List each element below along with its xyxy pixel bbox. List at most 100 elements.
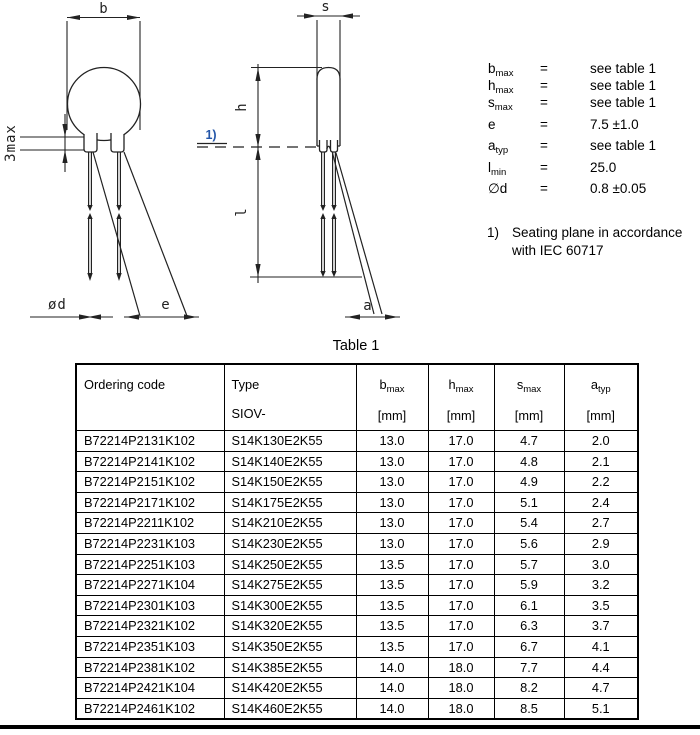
dimension-value-cell: 2.4 [563, 491, 639, 514]
header-hmax: hmax [mm] [427, 363, 495, 431]
equals-sign: = [540, 181, 548, 196]
legend-symbol: e [488, 117, 496, 132]
ordering-code-cell: B72214P2211K102 [75, 512, 225, 534]
note-line2: with IEC 60717 [512, 243, 604, 258]
dimension-value-cell: 17.0 [427, 615, 495, 637]
seating-plane-note: 1) Seating plane in accordance with IEC … [487, 224, 699, 260]
note-line1: Seating plane in accordance [512, 225, 683, 240]
dimension-value-cell: 17.0 [427, 471, 495, 493]
dimension-value-cell: 17.0 [427, 594, 495, 617]
dimension-value-cell: 6.1 [493, 594, 565, 617]
type-cell: S14K210E2K55 [223, 512, 357, 534]
dimension-value-cell: 5.1 [493, 491, 565, 514]
dim-b-label: b [99, 1, 108, 17]
note-ref: 1) [487, 225, 500, 240]
dimension-value-cell: 2.7 [563, 512, 639, 534]
dimension-value-cell: 6.7 [493, 635, 565, 658]
dimension-value-cell: 13.5 [355, 594, 429, 617]
dimension-value-cell: 5.4 [493, 512, 565, 534]
legend-row: ∅d = 0.8 ±0.05 [487, 181, 699, 199]
type-cell: S14K275E2K55 [223, 574, 357, 596]
dimension-value-cell: 5.6 [493, 532, 565, 555]
dimension-value-cell: 5.1 [563, 697, 639, 720]
legend-row: atyp = see table 1 [487, 138, 699, 156]
legend-symbol: smax [488, 95, 513, 113]
equals-sign: = [540, 160, 548, 175]
type-cell: S14K460E2K55 [223, 697, 357, 720]
dimension-value-cell: 17.0 [427, 430, 495, 452]
dimension-value-cell: 2.1 [563, 450, 639, 473]
dimension-value-cell: 17.0 [427, 553, 495, 576]
equals-sign: = [540, 117, 548, 132]
ordering-code-cell: B72214P2461K102 [75, 697, 225, 720]
legend-row: lmin = 25.0 [487, 160, 699, 178]
type-cell: S14K130E2K55 [223, 430, 357, 452]
ordering-code-cell: B72214P2351K103 [75, 635, 225, 658]
dimension-value-cell: 17.0 [427, 574, 495, 596]
ordering-code-cell: B72214P2421K104 [75, 677, 225, 699]
dimension-value-cell: 13.5 [355, 635, 429, 658]
legend-row: smax = see table 1 [487, 95, 699, 113]
type-cell: S14K175E2K55 [223, 491, 357, 514]
legend-value: 25.0 [590, 160, 617, 175]
dim-a [345, 314, 400, 320]
dimension-value-cell: 17.0 [427, 450, 495, 473]
dimension-value-cell: 3.5 [563, 594, 639, 617]
ordering-code-cell: B72214P2171K102 [75, 491, 225, 514]
side-bent-lead [331, 152, 383, 315]
seating-plane-ref[interactable]: 1) [205, 128, 216, 142]
dimension-value-cell: 13.5 [355, 574, 429, 596]
ordering-code-cell: B72214P2131K102 [75, 430, 225, 452]
dim-3max-label: 3max [3, 124, 19, 162]
lead-tab-right [110, 133, 125, 153]
dimension-value-cell: 2.9 [563, 532, 639, 555]
dim-s [297, 13, 360, 80]
legend-symbol: atyp [488, 138, 509, 156]
dimension-value-cell: 6.3 [493, 615, 565, 637]
dimension-value-cell: 13.0 [355, 430, 429, 452]
dimension-value-cell: 4.4 [563, 656, 639, 679]
page-footer-rule [0, 725, 700, 729]
legend-row: hmax = see table 1 [487, 78, 699, 96]
dim-h-label: h [234, 102, 250, 111]
equals-sign: = [540, 61, 548, 76]
varistor-disc [66, 66, 142, 142]
dimension-value-cell: 13.0 [355, 532, 429, 555]
type-cell: S14K250E2K55 [223, 553, 357, 576]
dimension-value-cell: 2.2 [563, 471, 639, 493]
header-bmax: bmax [mm] [355, 363, 429, 431]
dimension-value-cell: 5.7 [493, 553, 565, 576]
table-title: Table 1 [332, 338, 380, 354]
dimension-value-cell: 17.0 [427, 532, 495, 555]
dim-s-label: s [321, 0, 330, 15]
dimension-value-cell: 4.7 [563, 677, 639, 699]
dim-3max [20, 114, 84, 172]
legend-value: see table 1 [590, 78, 657, 93]
legend-value: 0.8 ±0.05 [590, 181, 647, 196]
type-cell: S14K140E2K55 [223, 450, 357, 473]
equals-sign: = [540, 78, 548, 93]
dimension-value-cell: 5.9 [493, 574, 565, 596]
seating-plane-line [197, 142, 320, 148]
front-view: b 3max [3, 1, 199, 320]
lead-tab-left [83, 133, 98, 153]
dim-d-label: ød [48, 297, 67, 313]
dimension-value-cell: 18.0 [427, 677, 495, 699]
type-cell: S14K350E2K55 [223, 635, 357, 658]
dimension-value-cell: 13.0 [355, 471, 429, 493]
dimension-value-cell: 17.0 [427, 491, 495, 514]
dimension-value-cell: 2.0 [563, 430, 639, 452]
legend-row: e = 7.5 ±1.0 [487, 117, 699, 135]
legend-symbol: lmin [488, 160, 507, 178]
legend-value: 7.5 ±1.0 [590, 117, 639, 132]
dim-h-l [250, 64, 362, 283]
